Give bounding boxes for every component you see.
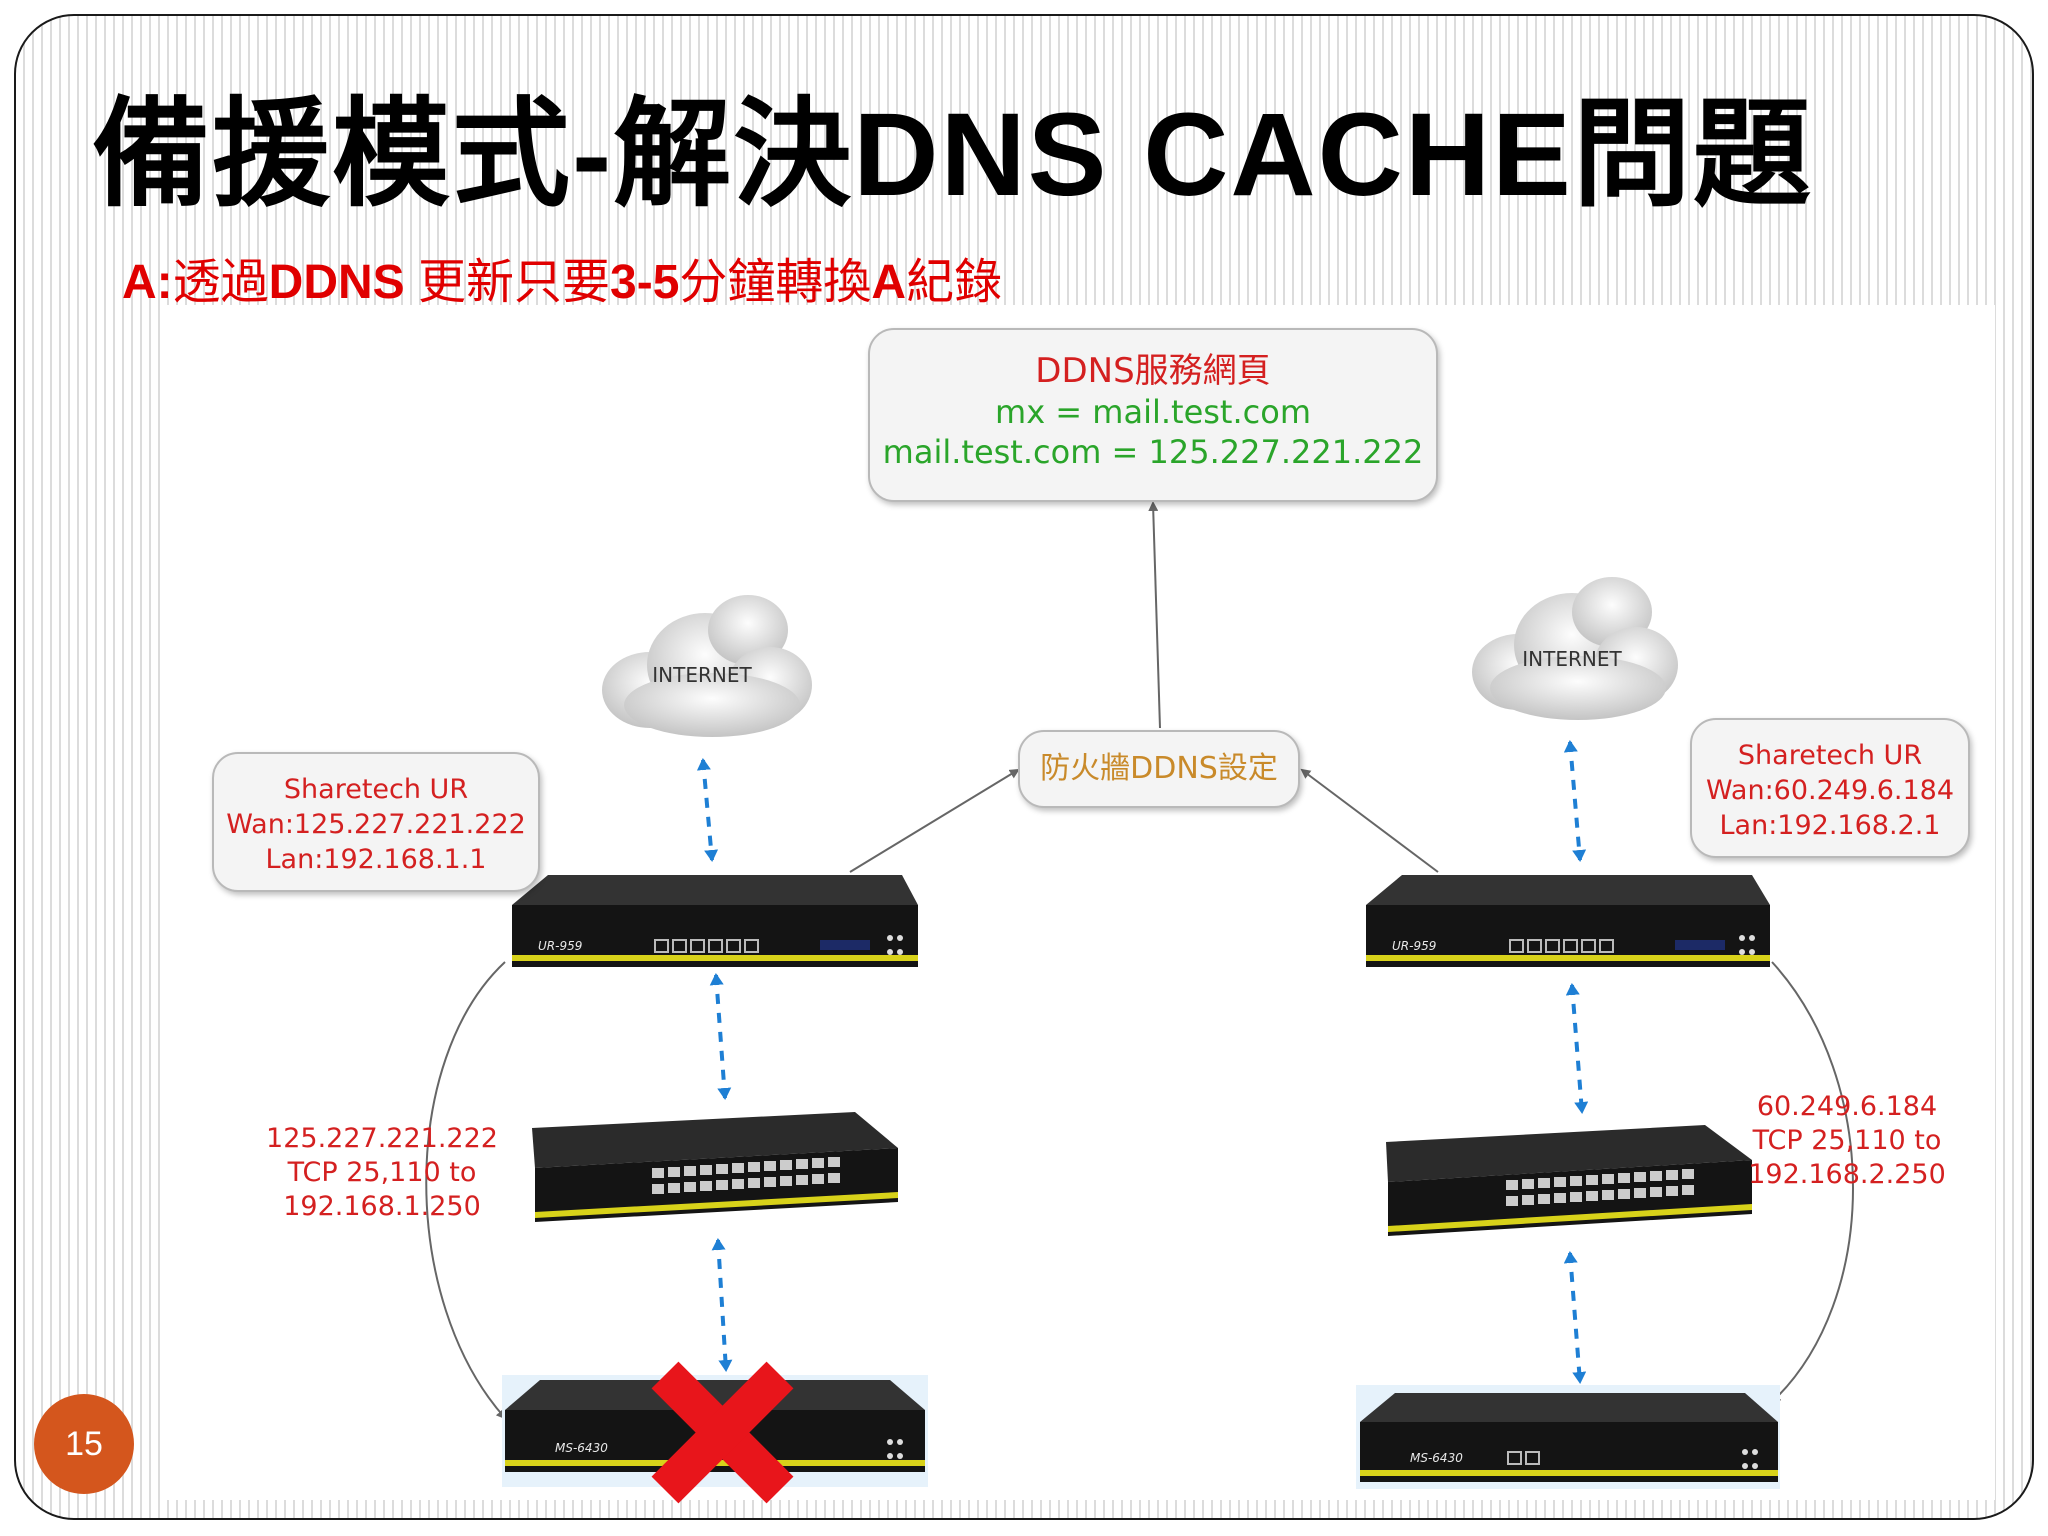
right-router-info-box: Sharetech UR Wan:60.249.6.184 Lan:192.16…	[1690, 718, 1970, 858]
slide-title: 備援模式-解決DNS CACHE問題	[92, 89, 1813, 221]
subtitle-prefix: A:	[122, 256, 173, 309]
left-switch-device	[532, 1112, 898, 1222]
connector-lines	[425, 501, 1854, 1420]
arrow-left-router-to-firewall	[849, 768, 1020, 873]
arrow-right-route-curve	[1770, 961, 1854, 1404]
right-route-line2: TCP 25,110 to	[1752, 1125, 1942, 1156]
right-router-wan: Wan:60.249.6.184	[1705, 775, 1955, 806]
subtitle-part1: 透過	[172, 256, 269, 309]
ddns-mx-record: mx = mail.test.com	[995, 393, 1311, 431]
subtitle-part6: A	[871, 256, 907, 309]
slide-subtitle: A:透過DDNS 更新只要3-5分鐘轉換A紀錄	[122, 242, 1002, 312]
link-left-router-switch	[709, 973, 732, 1100]
page-number-badge: 15	[34, 1394, 134, 1494]
left-route-line2: TCP 25,110 to	[287, 1157, 477, 1188]
left-router-lan: Lan:192.168.1.1	[265, 844, 487, 875]
left-route-line3: 192.168.1.250	[283, 1191, 481, 1222]
subtitle-part3: 更新只要	[404, 256, 611, 309]
right-router-device: UR-959	[1366, 875, 1770, 967]
server-model-label: MS-6430	[555, 1441, 608, 1455]
left-mail-server-device: MS-6430	[502, 1375, 928, 1487]
left-router-device: UR-959	[512, 875, 918, 967]
left-router-wan: Wan:125.227.221.222	[226, 809, 526, 840]
right-switch-device	[1386, 1125, 1752, 1236]
ddns-service-title: DDNS服務網頁	[1035, 351, 1271, 391]
internet-label-left: INTERNET	[652, 663, 752, 687]
right-router-name: Sharetech UR	[1737, 740, 1923, 771]
right-router-lan: Lan:192.168.2.1	[1719, 810, 1941, 841]
subtitle-part2: DDNS	[268, 256, 405, 309]
subtitle-part7: 紀錄	[906, 256, 1003, 309]
left-router-info-box: Sharetech UR Wan:125.227.221.222 Lan:192…	[212, 752, 540, 892]
left-route-line1: 125.227.221.222	[266, 1123, 498, 1154]
left-port-forward-label: 125.227.221.222 TCP 25,110 to 192.168.1.…	[262, 1122, 502, 1224]
link-left-switch-server	[711, 1238, 733, 1372]
internet-label-right: INTERNET	[1522, 647, 1622, 671]
link-left-cloud-router	[696, 758, 719, 862]
link-right-cloud-router	[1563, 740, 1587, 862]
dashed-links	[696, 740, 1589, 1384]
left-router-name: Sharetech UR	[283, 774, 469, 805]
cloud-icon: INTERNET	[1472, 577, 1678, 720]
subtitle-part4: 3-5	[610, 256, 680, 309]
arrow-right-router-to-firewall	[1300, 768, 1439, 873]
failure-x-icon	[651, 1361, 794, 1504]
right-port-forward-label: 60.249.6.184 TCP 25,110 to 192.168.2.250	[1732, 1090, 1962, 1192]
right-mail-server-device: MS-6430	[1356, 1385, 1780, 1489]
right-route-line3: 192.168.2.250	[1748, 1159, 1946, 1190]
link-right-router-switch	[1565, 983, 1589, 1114]
router-model-label: UR-959	[1392, 939, 1436, 953]
arrow-left-route-curve	[425, 961, 507, 1420]
firewall-ddns-box: 防火牆DDNS設定	[1018, 730, 1300, 808]
right-route-line1: 60.249.6.184	[1756, 1091, 1938, 1122]
cloud-icon: INTERNET	[602, 595, 812, 737]
router-model-label: UR-959	[538, 939, 582, 953]
arrow-firewall-to-ddns	[1148, 501, 1161, 729]
subtitle-part5: 分鐘轉換	[679, 256, 872, 309]
server-model-label: MS-6430	[1410, 1451, 1463, 1465]
ddns-service-box: DDNS服務網頁 mx = mail.test.com mail.test.co…	[868, 328, 1438, 502]
link-right-switch-server	[1563, 1251, 1587, 1384]
ddns-a-record: mail.test.com = 125.227.221.222	[882, 433, 1424, 471]
